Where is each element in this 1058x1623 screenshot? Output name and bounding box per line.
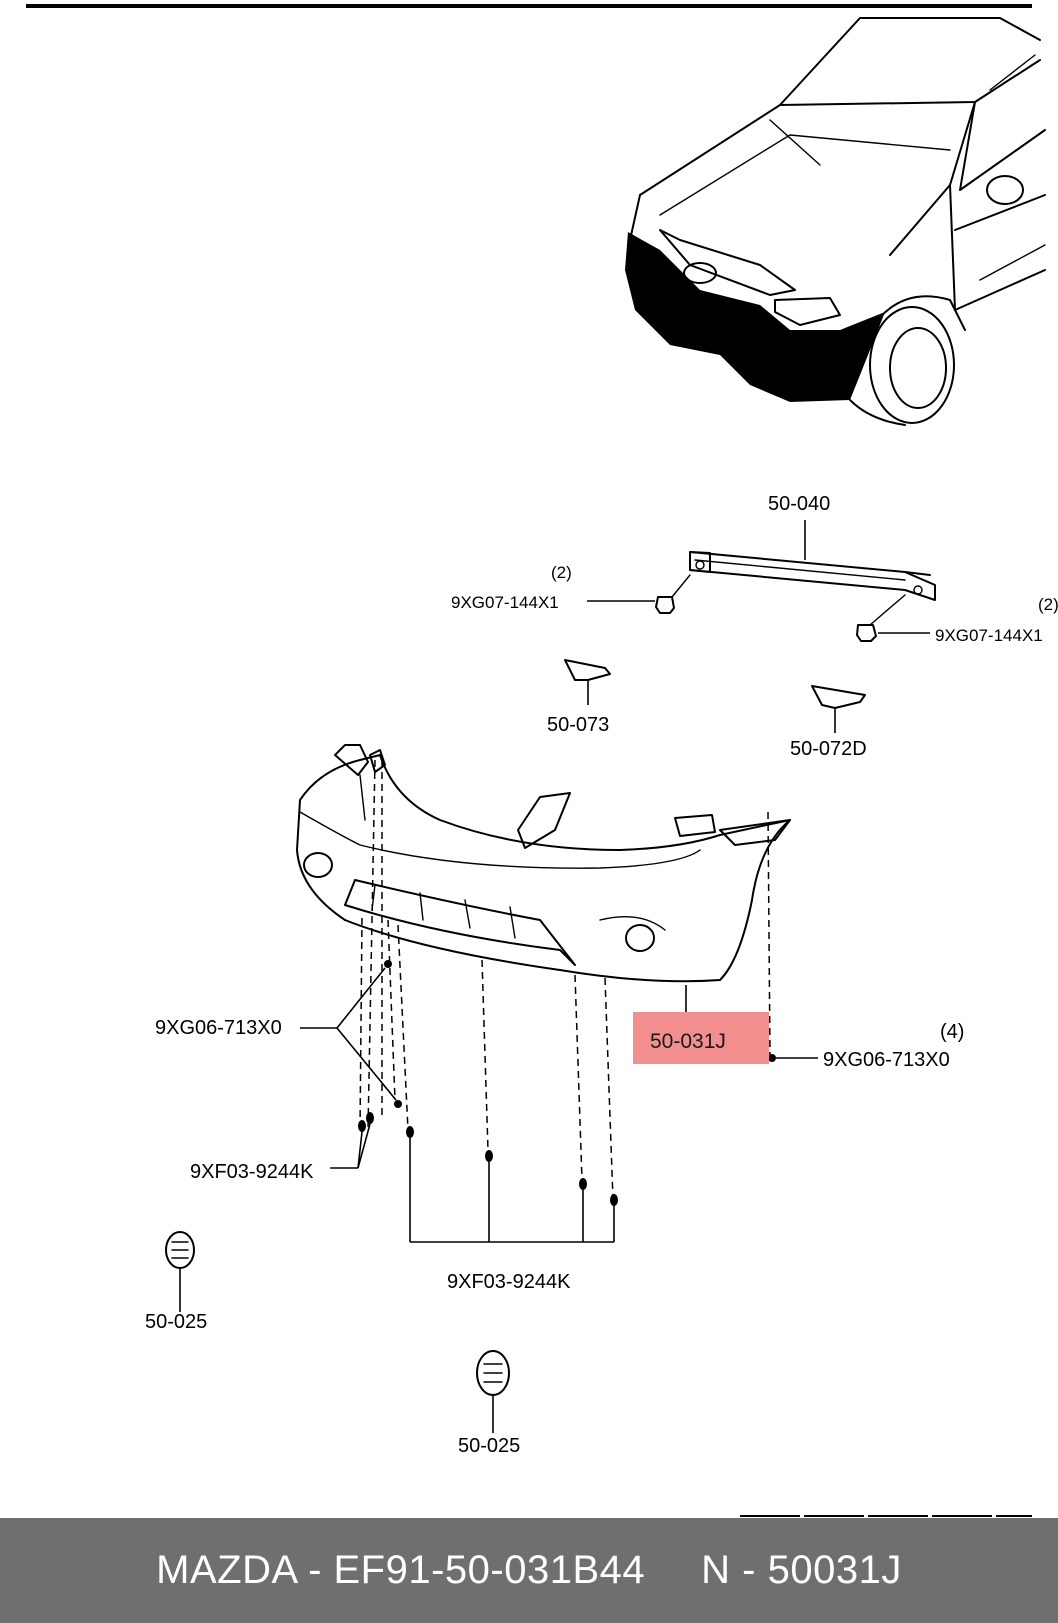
clip-left: [587, 574, 691, 614]
callout-50-072d[interactable]: 50-072D: [790, 738, 867, 760]
rivet-group-left: [330, 1112, 374, 1169]
fastener-dashes: [359, 759, 771, 1201]
highlighted-bumper-silhouette: [625, 232, 885, 402]
parts-diagram: 50-040 (2) 9XG07-144X1 (2) 9XG07-144X1 5…: [26, 4, 1058, 1517]
part-number-footer: MAZDA - EF91-50-031B44 N - 50031J: [0, 1518, 1058, 1623]
callout-9xg07-qty-left: (2): [551, 563, 572, 582]
reinforcement-bar: [689, 520, 936, 601]
bracket-50-072d: [811, 685, 866, 733]
emblem-bottom: [476, 1350, 510, 1433]
callout-9xg07-qty-right: (2): [1038, 595, 1058, 614]
callout-50-025-left[interactable]: 50-025: [145, 1311, 207, 1333]
bracket-50-073: [564, 659, 611, 705]
callout-9xg06-qty-right: (4): [940, 1021, 964, 1043]
rivet-group-bottom: [406, 1126, 618, 1243]
callout-9xg06-713x0-right[interactable]: 9XG06-713X0: [823, 1049, 950, 1071]
callout-50-073[interactable]: 50-073: [547, 714, 609, 736]
callout-9xg06-713x0-left[interactable]: 9XG06-713X0: [155, 1017, 282, 1039]
vehicle-illustration: [625, 17, 1046, 426]
callout-50-040[interactable]: 50-040: [768, 493, 830, 515]
reference-part-number: N - 50031J: [701, 1548, 902, 1592]
part-highlight-box: [633, 1012, 769, 1064]
emblem-left: [165, 1231, 195, 1312]
callout-9xf03-9244k-left[interactable]: 9XF03-9244K: [190, 1161, 314, 1183]
screw-right: [768, 1054, 818, 1062]
oem-part-number: MAZDA - EF91-50-031B44: [156, 1548, 646, 1592]
clip-right: [856, 594, 930, 642]
callout-50-031j[interactable]: 50-031J: [650, 1030, 726, 1053]
callout-50-025-bottom[interactable]: 50-025: [458, 1435, 520, 1457]
callout-9xg07-144x1-left[interactable]: 9XG07-144X1: [451, 593, 559, 612]
screw-group-left: [300, 960, 402, 1108]
callout-9xf03-9244k-bottom[interactable]: 9XF03-9244K: [447, 1271, 571, 1293]
callout-9xg07-144x1-right[interactable]: 9XG07-144X1: [935, 626, 1043, 645]
bumper-cover-drawing: [296, 744, 791, 983]
